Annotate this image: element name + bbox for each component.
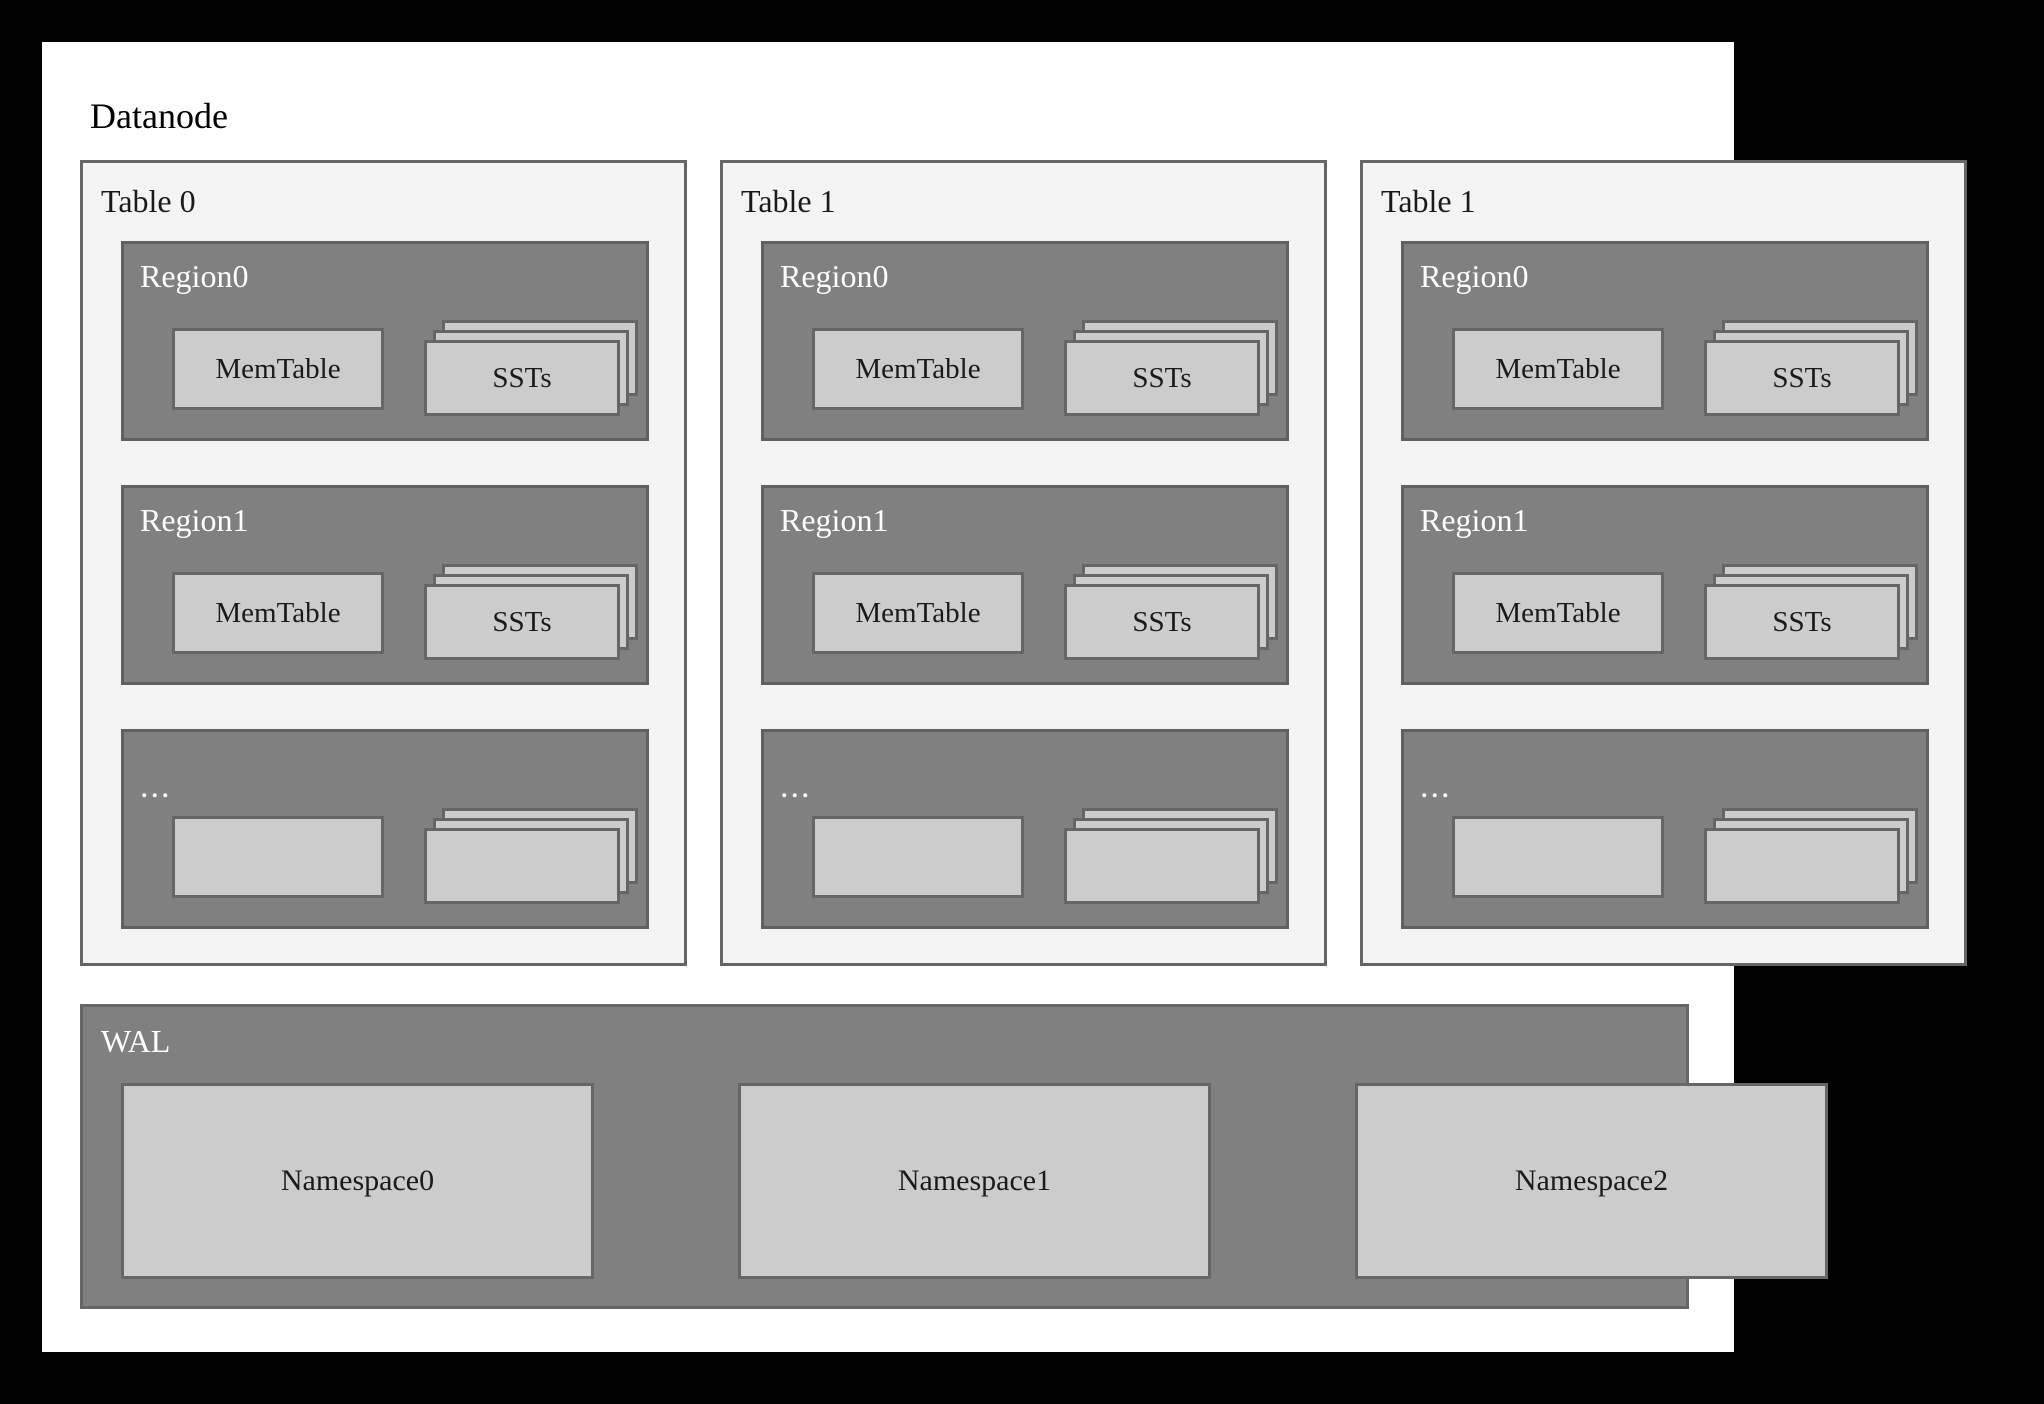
sst-stack-0-2: [424, 808, 644, 906]
namespace-box-0: Namespace0: [121, 1083, 594, 1279]
wal-container: WAL Namespace0 Namespace1 Namespace2: [80, 1004, 1828, 1309]
sst-stack-2-0: SSTs: [1704, 320, 1924, 418]
sst-layer-front: [1064, 828, 1260, 904]
sst-layer-front: SSTs: [424, 584, 620, 660]
table-label-0: Table 0: [101, 183, 196, 219]
sst-stack-2-1: SSTs: [1704, 564, 1924, 662]
sst-layer-front: [1704, 828, 1900, 904]
region-label-1-2: ...: [780, 768, 812, 805]
datanode-container: Datanode Table 0 Region0 MemTable SSTs R…: [42, 42, 1967, 1352]
region-box-2-0: Region0 MemTable SSTs: [1401, 241, 1929, 441]
sst-stack-1-2: [1064, 808, 1284, 906]
region-label-0-1: Region1: [140, 502, 249, 538]
sst-stack-1-0: SSTs: [1064, 320, 1284, 418]
sst-layer-front: SSTs: [1704, 584, 1900, 660]
region-box-1-1: Region1 MemTable SSTs: [761, 485, 1289, 685]
region-box-0-2: ...: [121, 729, 649, 929]
memtable-box-2-2: [1452, 816, 1664, 898]
memtable-box-0-1: MemTable: [172, 572, 384, 654]
memtable-box-1-0: MemTable: [812, 328, 1024, 410]
region-label-0-2: ...: [140, 768, 172, 805]
region-label-1-1: Region1: [780, 502, 889, 538]
sst-layer-front: SSTs: [1064, 340, 1260, 416]
sst-stack-0-0: SSTs: [424, 320, 644, 418]
memtable-box-1-1: MemTable: [812, 572, 1024, 654]
table-label-1: Table 1: [741, 183, 836, 219]
sst-layer-front: SSTs: [1064, 584, 1260, 660]
table-panel-2: Table 1 Region0 MemTable SSTs Region1 Me…: [1360, 160, 1967, 966]
region-label-0-0: Region0: [140, 258, 249, 294]
region-label-2-1: Region1: [1420, 502, 1529, 538]
namespace-box-1: Namespace1: [738, 1083, 1211, 1279]
memtable-box-2-0: MemTable: [1452, 328, 1664, 410]
wal-label: WAL: [101, 1023, 171, 1059]
memtable-box-0-0: MemTable: [172, 328, 384, 410]
region-label-1-0: Region0: [780, 258, 889, 294]
sst-layer-front: SSTs: [424, 340, 620, 416]
region-box-0-1: Region1 MemTable SSTs: [121, 485, 649, 685]
table-panel-0: Table 0 Region0 MemTable SSTs Region1 Me…: [80, 160, 687, 966]
namespace-box-2: Namespace2: [1355, 1083, 1828, 1279]
memtable-box-1-2: [812, 816, 1024, 898]
sst-layer-front: [424, 828, 620, 904]
region-box-2-1: Region1 MemTable SSTs: [1401, 485, 1929, 685]
region-box-1-2: ...: [761, 729, 1289, 929]
sst-stack-2-2: [1704, 808, 1924, 906]
table-panel-1: Table 1 Region0 MemTable SSTs Region1 Me…: [720, 160, 1327, 966]
sst-stack-0-1: SSTs: [424, 564, 644, 662]
region-box-1-0: Region0 MemTable SSTs: [761, 241, 1289, 441]
memtable-box-2-1: MemTable: [1452, 572, 1664, 654]
region-label-2-0: Region0: [1420, 258, 1529, 294]
sst-layer-front: SSTs: [1704, 340, 1900, 416]
datanode-title: Datanode: [90, 96, 228, 136]
region-box-2-2: ...: [1401, 729, 1929, 929]
sst-stack-1-1: SSTs: [1064, 564, 1284, 662]
memtable-box-0-2: [172, 816, 384, 898]
table-label-2: Table 1: [1381, 183, 1476, 219]
region-box-0-0: Region0 MemTable SSTs: [121, 241, 649, 441]
region-label-2-2: ...: [1420, 768, 1452, 805]
